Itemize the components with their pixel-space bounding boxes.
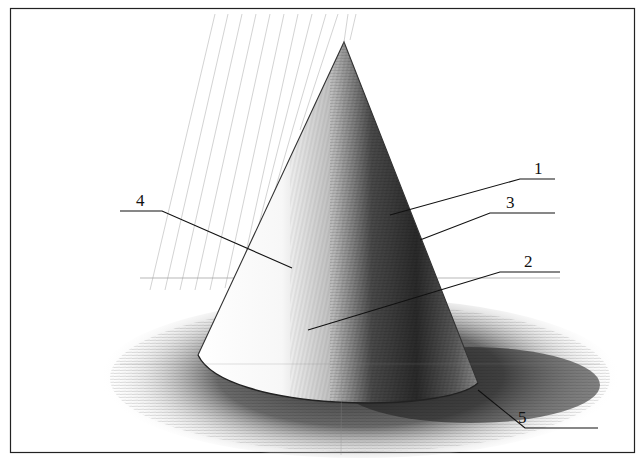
callout-number: 3	[506, 194, 515, 211]
callout-number: 2	[524, 253, 533, 270]
callout-number: 5	[518, 409, 527, 426]
callout-number: 4	[136, 192, 145, 209]
callout-number: 1	[534, 160, 543, 177]
